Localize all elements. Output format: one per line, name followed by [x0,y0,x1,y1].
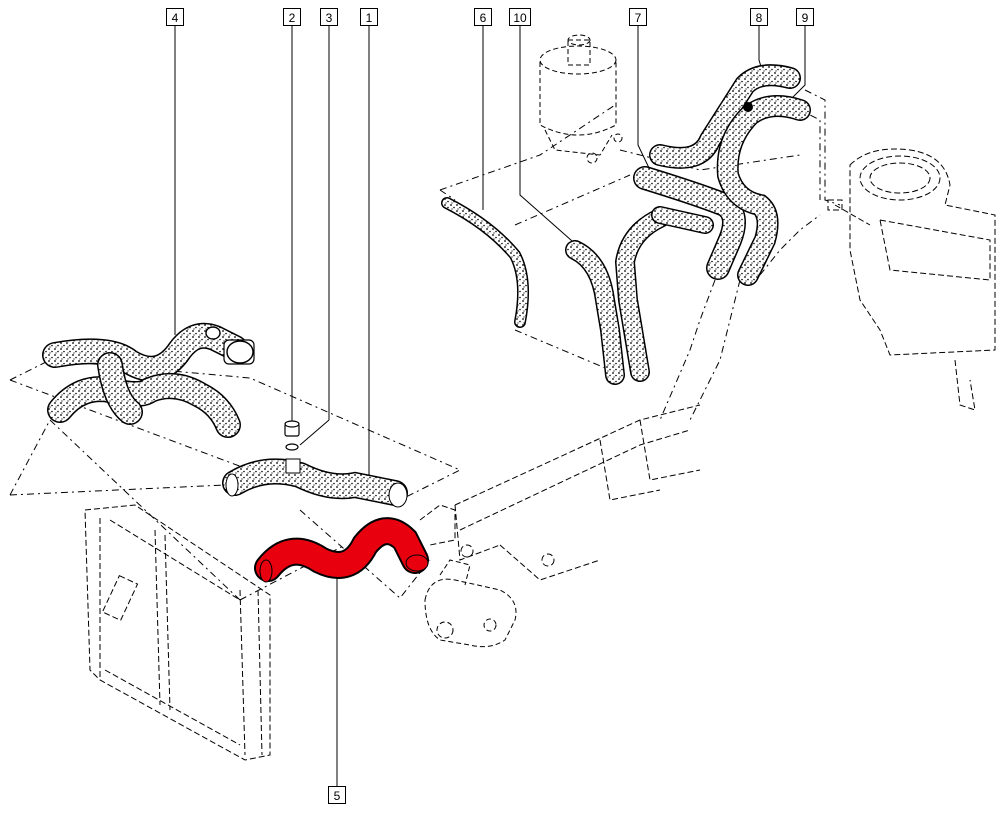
assembly-dash-lines [9,89,841,601]
callout-9: 9 [796,8,814,26]
hose-5-highlighted [254,517,429,583]
bleed-screw-2 [284,420,300,437]
callout-2: 2 [283,8,301,26]
callout-1: 1 [360,8,378,26]
radiator [84,504,271,761]
hose-6 [441,197,529,328]
hose-9 [716,95,811,286]
water-pump [424,559,517,648]
expansion-tank [539,34,623,164]
callout-7: 7 [629,8,647,26]
engine-subframe [419,404,701,581]
callout-4: 4 [166,8,184,26]
hose-7 [633,166,746,280]
callout-3: 3 [320,8,338,26]
hose-1 [222,458,408,508]
hose-4 [42,322,255,438]
hose-8 [649,64,801,169]
leader-lines [174,26,806,786]
callout-10: 10 [509,8,531,26]
callout-6: 6 [474,8,492,26]
callout-8: 8 [750,8,768,26]
callout-5: 5 [328,786,346,804]
heater-box [827,148,996,411]
hose-10 [565,208,670,385]
washer-3 [285,443,299,451]
